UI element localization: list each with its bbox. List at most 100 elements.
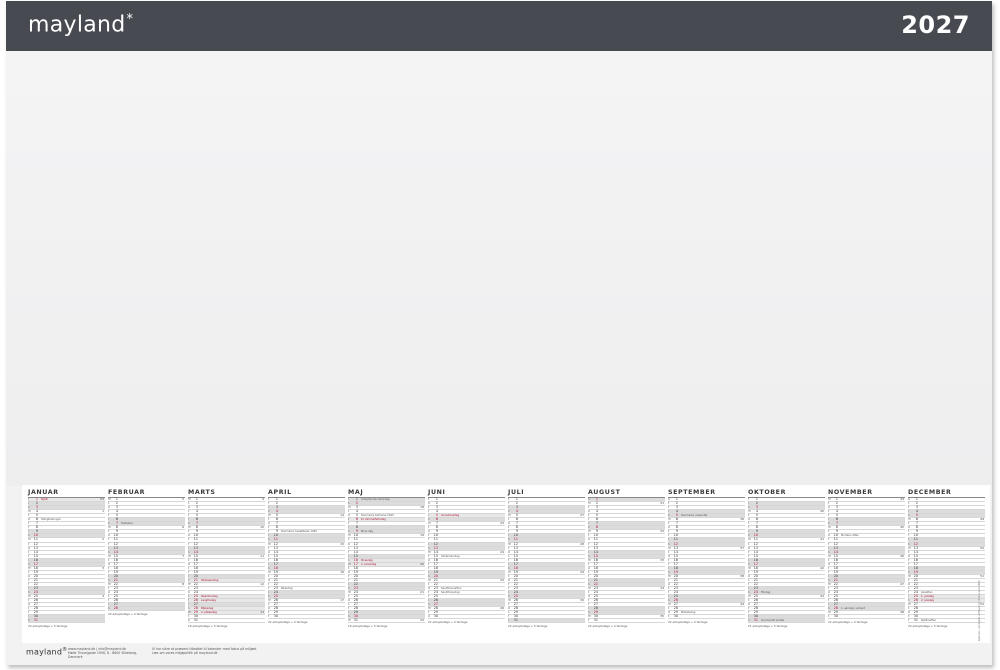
weekday-letter: s <box>108 606 110 611</box>
weekday-letter: t <box>268 545 270 550</box>
weekday-letter: t <box>508 517 510 522</box>
side-note: Kalender udarbejdet af Mayland / Produce… <box>978 580 981 641</box>
weekday-letter: s <box>828 606 830 611</box>
weekday-letter: o <box>268 606 271 611</box>
day-number: 9 <box>595 529 598 534</box>
day-number: 16 <box>673 557 678 562</box>
day-event: Danmarks besættelse 1940 <box>281 530 317 534</box>
day-number: 3 <box>195 505 198 510</box>
footer: mayland® www.mayland.dk | info@mayland.d… <box>22 645 990 663</box>
day-number: 25 <box>193 594 198 599</box>
weekday-letter: s <box>28 533 30 538</box>
weekday-letter: m <box>508 541 512 546</box>
day-number: 19 <box>593 569 598 574</box>
day-number: 23 <box>33 586 38 591</box>
weekday-letter: l <box>508 533 509 538</box>
month-workdays: 21 arbejdsdage + 5 fardage <box>748 624 788 629</box>
day-number: 12 <box>433 541 438 546</box>
day-number: 28 <box>113 606 118 611</box>
weekday-letter: f <box>668 590 670 595</box>
day-event: 2. påskedag <box>201 611 217 615</box>
day-number: 14 <box>833 549 838 554</box>
day-event: Sommertid slutter <box>761 619 785 623</box>
day-number: 14 <box>753 549 758 554</box>
weekday-letter: m <box>828 581 832 586</box>
day-number: 6 <box>35 517 38 522</box>
day-number: 6 <box>355 517 358 522</box>
weekday-letter: o <box>828 590 831 595</box>
day-number: 21 <box>833 577 838 582</box>
day-number: 8 <box>755 525 758 530</box>
day-number: 28 <box>33 606 38 611</box>
week-number: 16 <box>340 569 344 574</box>
weekday-letter: m <box>828 553 832 558</box>
day-number: 16 <box>193 557 198 562</box>
weekday-letter: l <box>908 594 909 599</box>
weekday-letter: m <box>668 517 672 522</box>
day-number: 27 <box>353 602 358 607</box>
week-number: 25 <box>500 577 504 582</box>
weekday-letter: o <box>588 509 591 514</box>
day-number: 18 <box>753 565 758 570</box>
weekday-letter: l <box>188 517 189 522</box>
weekday-letter: f <box>188 513 190 518</box>
weekday-letter: f <box>28 497 30 501</box>
day-number: 12 <box>753 541 758 546</box>
weekday-letter: t <box>268 525 270 530</box>
day-number: 7 <box>275 521 278 526</box>
day-number: 28 <box>193 606 198 611</box>
weekday-letter: o <box>188 505 191 510</box>
day-number: 17 <box>353 561 358 566</box>
day-number: 29 <box>673 610 678 615</box>
weekday-letter: s <box>28 561 30 566</box>
day-number: 2 <box>675 501 678 506</box>
weekday-letter: t <box>908 501 910 506</box>
week-number: 2 <box>102 537 104 542</box>
day-event: Mors dag <box>361 530 373 534</box>
day-number: 19 <box>353 569 358 574</box>
weekday-letter: m <box>588 501 592 506</box>
week-number: 5 <box>182 497 184 501</box>
weekday-letter: l <box>268 561 269 566</box>
day-number: 14 <box>273 549 278 554</box>
day-event: Mikkelsdag <box>681 611 696 615</box>
week-number: 15 <box>340 541 344 546</box>
weekday-letter: o <box>588 537 591 542</box>
day-number: 12 <box>833 541 838 546</box>
day-number: 6 <box>275 517 278 522</box>
weekday-letter: t <box>588 569 590 574</box>
day-number: 12 <box>33 541 38 546</box>
weekday-letter: s <box>428 517 430 522</box>
weekday-letter: f <box>588 602 590 607</box>
